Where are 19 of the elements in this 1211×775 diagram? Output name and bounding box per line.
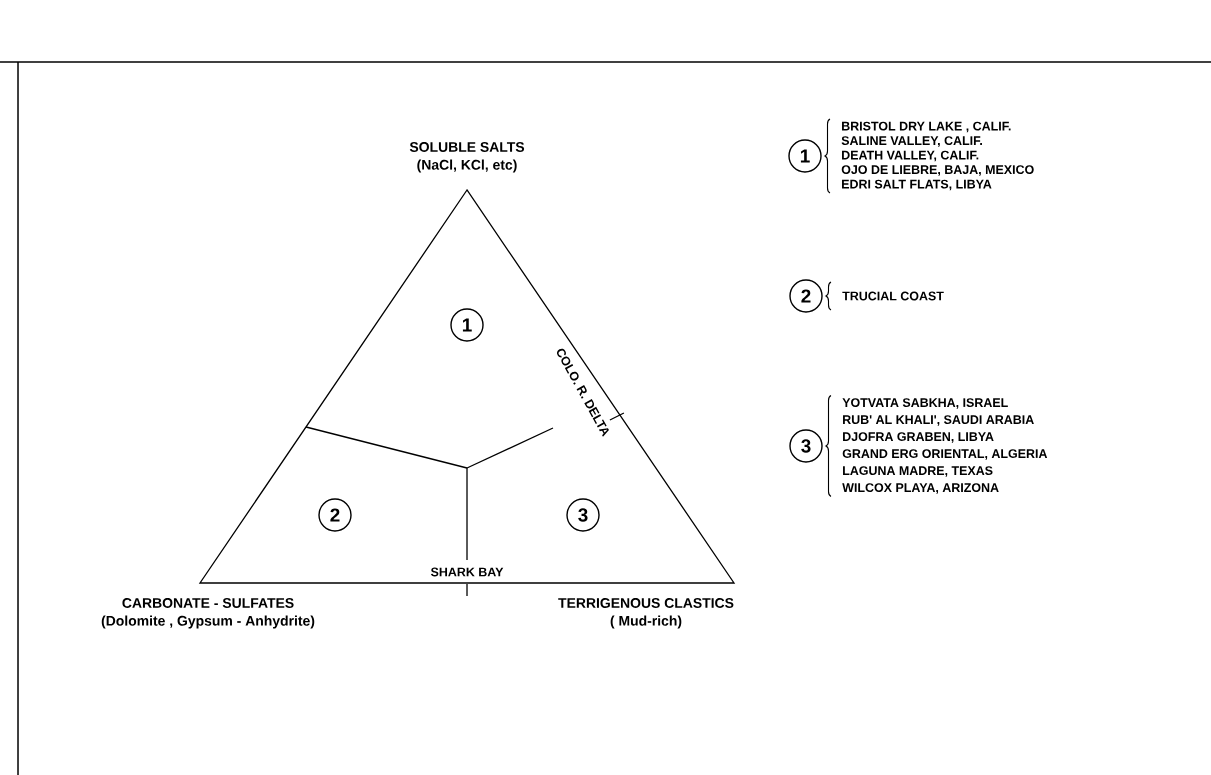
location-text: LAGUNA MADRE, TEXAS	[843, 466, 993, 477]
vertex-label: ( Mud-rich)	[609, 614, 683, 630]
location-text: YOTVATA SABKHA, ISRAEL	[842, 398, 1008, 409]
location-text: OJO DE LIEBRE, BAJA, MEXICO	[841, 165, 1034, 176]
vertex-label: (Dolomite , Gypsum - Anhydrite)	[100, 614, 316, 630]
location-text: BRISTOL DRY LAKE , CALIF.	[842, 121, 1011, 133]
vertex-label: TERRIGENOUS CLASTICS	[557, 597, 735, 609]
location-text: TRUCIAL COAST	[842, 291, 944, 301]
location-text: EDRI SALT FLATS, LIBYA	[842, 179, 992, 191]
vertex-label: (NaCl, KCl, etc)	[415, 158, 519, 174]
location-text: DJOFRA GRABEN, LIBYA	[843, 432, 994, 443]
location-text: SALINE VALLEY, CALIF.	[841, 136, 982, 147]
location-text: GRAND ERG ORIENTAL, ALGERIA	[842, 449, 1048, 460]
location-text: WILCOX PLAYA, ARIZONA	[842, 483, 999, 494]
location-text: RUB' AL KHALI', SAUDI ARABIA	[843, 415, 1034, 426]
vertex-label: CARBONATE - SULFATES	[120, 597, 296, 609]
vertex-label: SOLUBLE SALTS	[408, 141, 526, 153]
boundary-label: SHARK BAY	[429, 566, 505, 578]
location-text: DEATH VALLEY, CALIF.	[842, 150, 979, 162]
